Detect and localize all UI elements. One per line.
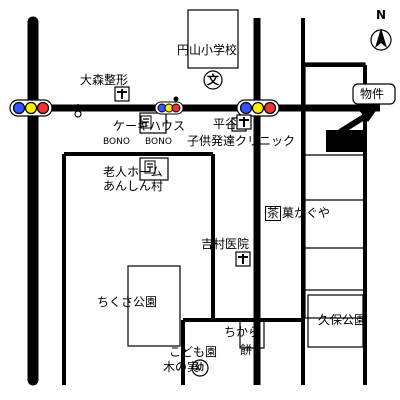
bono-building xyxy=(139,112,167,134)
kubo-park-label: 久保公園 xyxy=(318,313,367,327)
secondary-roads xyxy=(18,18,380,385)
hospital-cross-icon xyxy=(236,114,252,130)
traffic-signal-icon xyxy=(9,99,53,117)
bono-label-1: BONO xyxy=(103,137,130,147)
destination-marker xyxy=(326,108,378,152)
destination-label: 物件 xyxy=(360,87,385,101)
elderly-home-sublabel: あんしん村 xyxy=(103,179,164,193)
minor-roads xyxy=(62,18,367,385)
kindergarten-symbol-circle xyxy=(191,359,209,377)
chikara-sublabel: 餅 xyxy=(240,343,253,357)
stop-marker xyxy=(74,104,82,118)
kodomo-sublabel: 木の実 xyxy=(163,360,200,374)
tea-shop-prefix: 茶 xyxy=(265,206,282,221)
chikusa-park-label: ちくさ公園 xyxy=(97,295,158,309)
kindergarten-symbol: 幼 xyxy=(195,363,205,373)
hospital-cross-icon xyxy=(235,251,251,267)
property-block-icon xyxy=(326,130,364,152)
kids-clinic-label: 子供発達クリニック xyxy=(187,134,296,148)
destination-label-box xyxy=(352,83,396,105)
tea-shop-label: 菓かぐや xyxy=(282,206,331,220)
elderly-home-label: 老人ホーム xyxy=(103,165,163,179)
school-symbol: 文 xyxy=(207,73,220,87)
yoshimura-clinic-label: 吉村医院 xyxy=(201,237,250,251)
school-label: 円山小学校 xyxy=(177,43,238,57)
bono-label-2: BONO xyxy=(145,137,172,147)
heiwa-label: 平谷 xyxy=(213,117,238,131)
cake-house-label: ケーキハウス xyxy=(113,119,186,133)
kodomo-label: こども園 xyxy=(169,345,218,359)
traffic-signal-icon xyxy=(236,99,280,117)
school-building xyxy=(187,9,239,69)
north-arrow-icon xyxy=(370,28,392,51)
compass-letter: N xyxy=(376,8,387,22)
school-symbol-circle xyxy=(203,70,223,90)
chikusa-park-area xyxy=(127,265,181,347)
block-outlines xyxy=(127,9,366,349)
omori-clinic-label: 大森整形 xyxy=(80,73,129,87)
post-office-icon xyxy=(144,160,156,174)
traffic-signal-icon xyxy=(154,101,184,115)
hospital-cross-icon xyxy=(114,86,130,102)
chikara-label: ちから xyxy=(224,325,261,339)
elderly-home-building xyxy=(139,157,169,181)
post-office-icon xyxy=(140,115,152,129)
